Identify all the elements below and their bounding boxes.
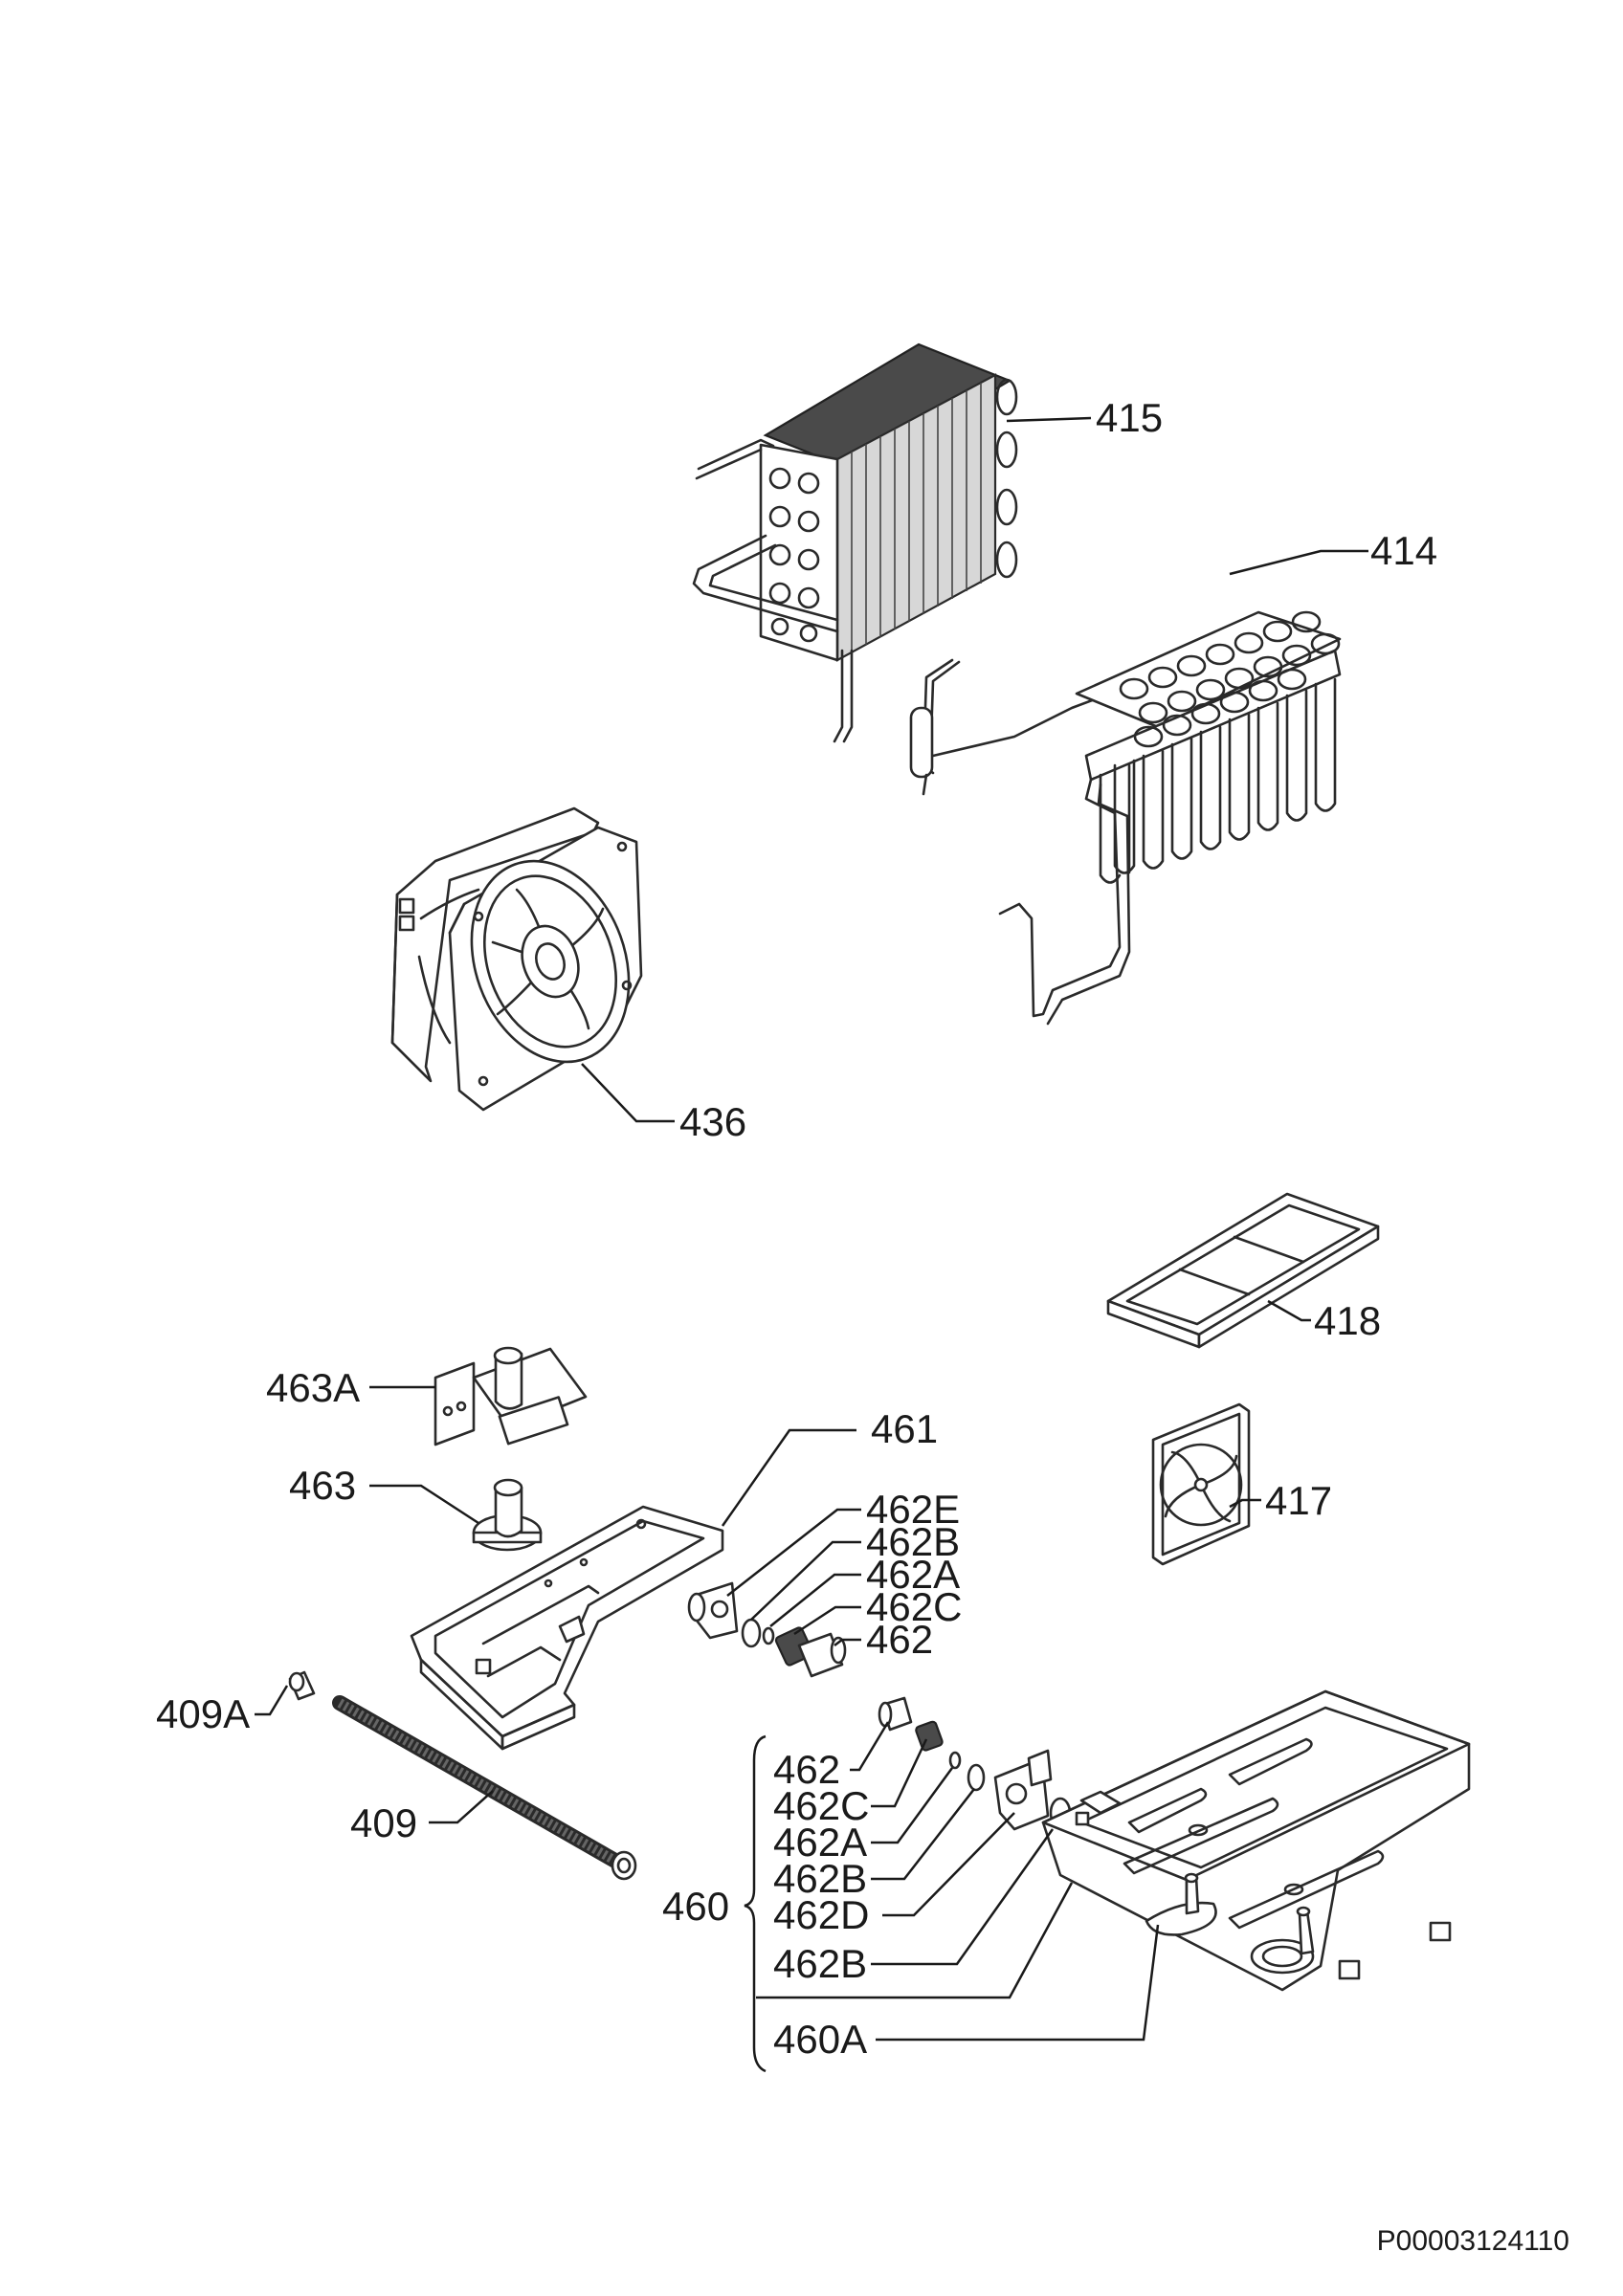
label-414: 414 — [1370, 528, 1437, 573]
label-462b-lower-2: 462B — [773, 1941, 867, 1986]
label-461: 461 — [871, 1406, 938, 1451]
part-415-condenser — [692, 342, 1018, 743]
part-462-valve-upper — [687, 1581, 847, 1678]
label-418: 418 — [1314, 1298, 1381, 1343]
leader-lines — [255, 416, 1368, 2073]
filter-drier — [909, 658, 1112, 796]
label-462-lower: 462 — [773, 1747, 840, 1792]
part-463-nozzle — [472, 1478, 543, 1552]
part-436-fan — [390, 806, 643, 1112]
label-462d: 462D — [773, 1892, 869, 1937]
label-460: 460 — [662, 1884, 729, 1929]
label-409: 409 — [350, 1800, 417, 1845]
part-409-hose — [332, 1695, 637, 1881]
label-415: 415 — [1096, 395, 1163, 440]
label-462b-upper: 462B — [866, 1519, 960, 1564]
label-462a-upper: 462A — [866, 1552, 960, 1597]
part-418-filter-frame — [1106, 1192, 1380, 1349]
label-462b-lower-1: 462B — [773, 1856, 867, 1901]
part-461-drip-tray — [410, 1505, 724, 1751]
part-417-fan-grille — [1151, 1402, 1251, 1566]
part-labels: 415 414 436 418 463A 461 463 462E 462B 4… — [156, 395, 1437, 2062]
label-462c-upper: 462C — [866, 1584, 962, 1629]
label-417: 417 — [1265, 1478, 1332, 1523]
label-409a: 409A — [156, 1691, 250, 1736]
label-436: 436 — [679, 1099, 746, 1144]
label-462e: 462E — [866, 1487, 960, 1532]
part-460-tank — [1041, 1689, 1471, 1992]
label-462a-lower: 462A — [773, 1820, 867, 1865]
label-462c-lower: 462C — [773, 1783, 869, 1828]
label-463a: 463A — [266, 1365, 360, 1410]
label-462-upper: 462 — [866, 1617, 933, 1662]
part-462-valve-lower — [878, 1696, 1072, 1831]
label-460a: 460A — [773, 2017, 867, 2062]
part-414-evaporator — [998, 610, 1342, 1026]
part-463a-bracket — [434, 1346, 588, 1446]
part-409a-clip — [288, 1670, 316, 1701]
part-460a-cap — [1145, 1872, 1217, 1936]
document-id: P00003124110 — [1377, 2225, 1569, 2257]
label-463: 463 — [289, 1463, 356, 1508]
